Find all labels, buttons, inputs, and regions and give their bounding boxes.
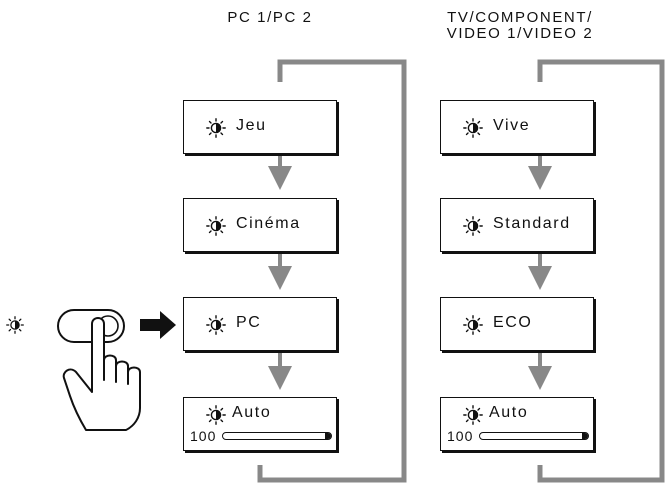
column-title-pc: PC 1/PC 2 — [227, 9, 313, 26]
mode-label: Standard — [493, 215, 571, 232]
loop-line-pc — [257, 59, 407, 483]
mode-label: ECO — [493, 314, 533, 331]
auto-level-bar — [222, 432, 332, 440]
mode-box-eco: ECO — [440, 297, 594, 351]
loop-line-video — [537, 59, 665, 483]
arrow-right-icon — [140, 311, 176, 339]
mode-box-auto-video: Auto 100 — [440, 397, 594, 451]
mode-box-standard: Standard — [440, 198, 594, 252]
auto-level-marker — [325, 433, 331, 439]
mode-box-jeu: Jeu — [183, 100, 337, 154]
mode-box-auto-pc: Auto 100 — [183, 397, 337, 451]
mode-label: Jeu — [236, 117, 267, 134]
auto-level-marker — [582, 433, 588, 439]
auto-value: 100 — [190, 428, 217, 444]
mode-label: Auto — [232, 404, 272, 421]
auto-level-bar — [479, 432, 589, 440]
brightness-half-icon — [6, 316, 24, 334]
mode-label: PC — [236, 314, 262, 331]
pointing-hand-icon — [62, 317, 141, 431]
mode-label: Cinéma — [236, 215, 301, 232]
mode-box-pc: PC — [183, 297, 337, 351]
mode-label: Vive — [493, 117, 531, 134]
mode-box-cinema: Cinéma — [183, 198, 337, 252]
mode-label: Auto — [489, 404, 529, 421]
auto-value: 100 — [447, 428, 474, 444]
mode-box-vive: Vive — [440, 100, 594, 154]
column-title-video: TV/COMPONENT/ VIDEO 1/VIDEO 2 — [446, 9, 594, 42]
